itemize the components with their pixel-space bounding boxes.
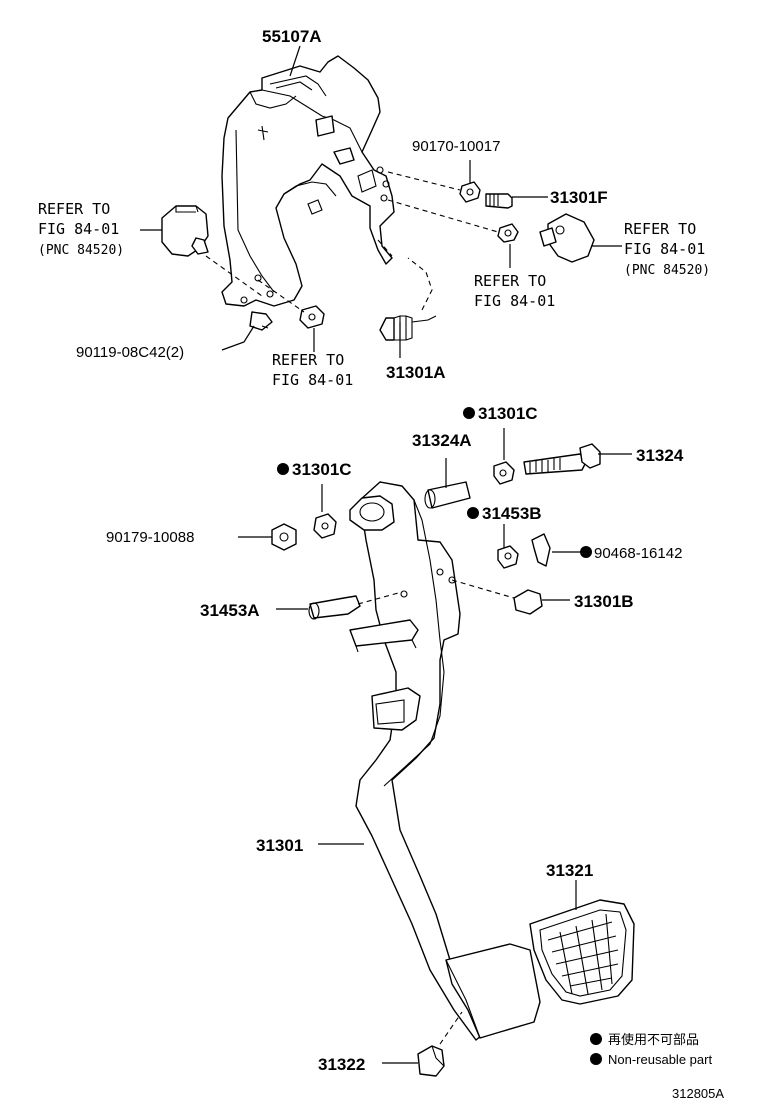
non-reusable-dot-90468	[580, 546, 592, 558]
stop-light-switch-left	[161, 205, 263, 297]
label-31322: 31322	[318, 1055, 365, 1074]
label-refer-mid-1: REFER TO	[474, 272, 546, 290]
pedal-pad-drawing	[529, 899, 635, 1005]
label-90170-10017: 90170-10017	[412, 138, 500, 155]
label-31301a: 31301A	[386, 363, 446, 382]
label-31453b: 31453B	[482, 504, 542, 523]
non-reusable-dot-31301c-top	[463, 407, 475, 419]
non-reusable-dot-31453b	[467, 507, 479, 519]
label-31324a: 31324A	[412, 431, 472, 450]
stop-light-switch-right	[539, 213, 595, 263]
label-55107a: 55107A	[262, 27, 322, 46]
label-31321: 31321	[546, 861, 593, 880]
label-31301c-top: 31301C	[478, 404, 538, 423]
label-refer-left-1: REFER TO	[38, 200, 110, 218]
label-90179-10088: 90179-10088	[106, 529, 194, 546]
pedal-arm-drawing	[349, 481, 541, 1041]
stopper-drawing	[417, 1011, 463, 1077]
return-spring	[377, 239, 437, 341]
upper-fasteners	[249, 171, 519, 331]
pedal-bracket-drawing	[221, 55, 395, 307]
non-reusable-dot-31301c-left	[277, 463, 289, 475]
label-refer-right-3: (PNC 84520)	[624, 263, 710, 278]
label-90119-08c42: 90119-08C42(2)	[76, 344, 184, 361]
label-refer-left-3: (PNC 84520)	[38, 243, 124, 258]
figure-id: 312805A	[672, 1086, 724, 1101]
label-31301f: 31301F	[550, 188, 608, 207]
label-31301: 31301	[256, 836, 303, 855]
label-refer-bot-1: REFER TO	[272, 351, 344, 369]
pedal-fasteners	[271, 443, 601, 620]
label-31301b: 31301B	[574, 592, 634, 611]
label-31324: 31324	[636, 446, 684, 465]
label-31301c-left: 31301C	[292, 460, 352, 479]
label-31453a: 31453A	[200, 601, 260, 620]
leader-lines	[140, 45, 632, 1064]
label-refer-right-1: REFER TO	[624, 220, 696, 238]
non-reusable-markers	[277, 407, 602, 1065]
legend-text-en: Non-reusable part	[608, 1052, 712, 1067]
label-refer-right-2: FIG 84-01	[624, 240, 705, 258]
part-labels: 55107A 90170-10017 31301F REFER TO FIG 8…	[38, 27, 724, 1101]
label-90468-16142: 90468-16142	[594, 545, 682, 562]
legend-dot-en	[590, 1053, 602, 1065]
label-refer-bot-2: FIG 84-01	[272, 371, 353, 389]
legend-text-jp: 再使用不可部品	[608, 1032, 699, 1047]
legend-dot-jp	[590, 1033, 602, 1045]
label-refer-left-2: FIG 84-01	[38, 220, 119, 238]
label-refer-mid-2: FIG 84-01	[474, 292, 555, 310]
